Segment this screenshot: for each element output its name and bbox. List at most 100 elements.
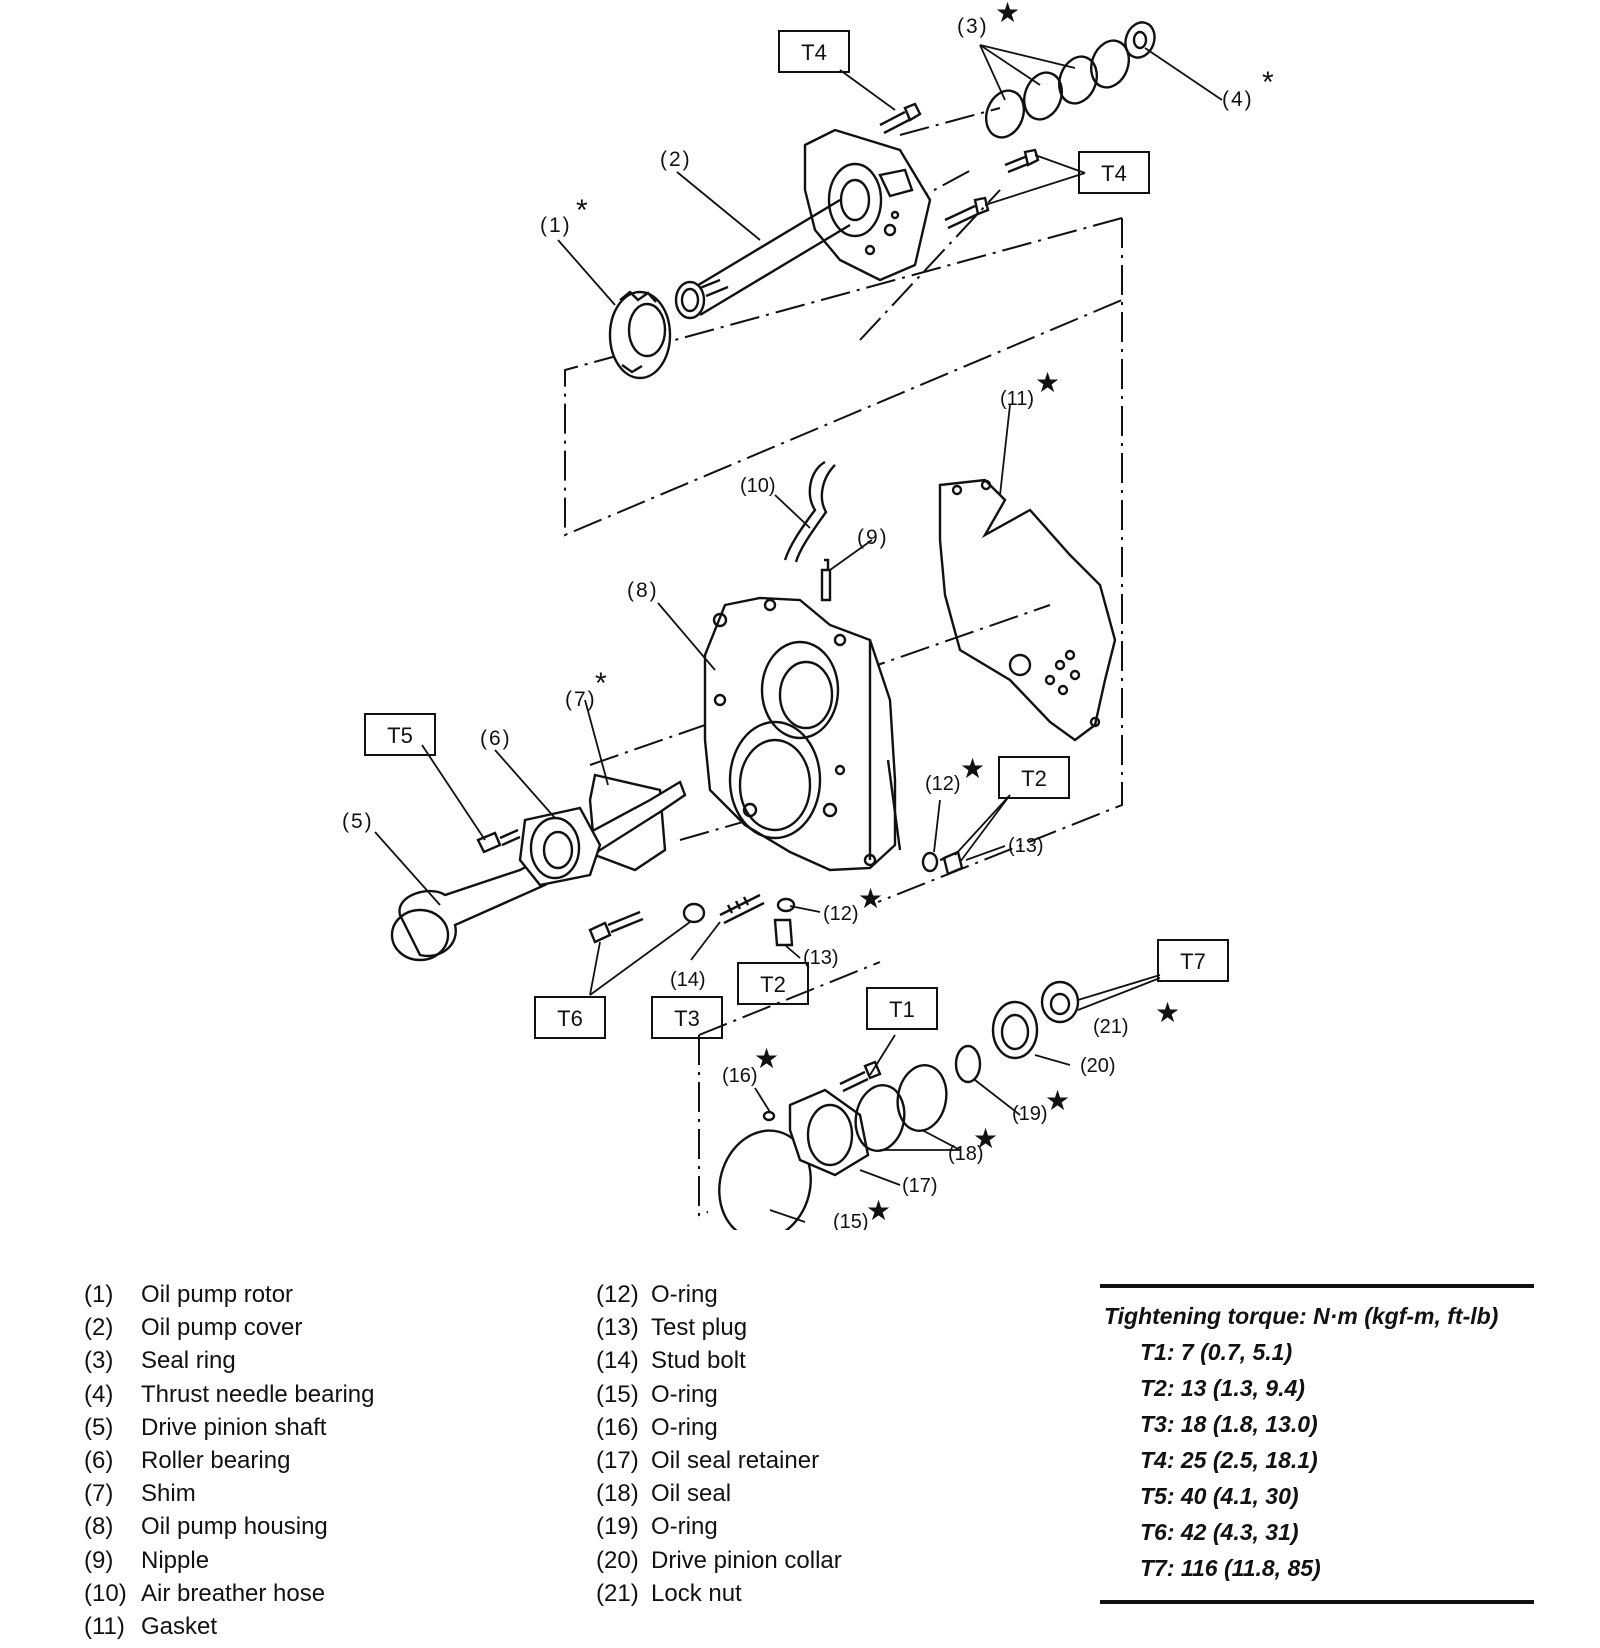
part-number: (6) (84, 1447, 114, 1475)
torque-tag-t2-mid: T2 (760, 972, 786, 997)
torque-row: T4: 25 (2.5, 18.1) (1140, 1447, 1318, 1473)
part-number: (17) (596, 1447, 639, 1475)
torque-tag-labels: T4 T4 T5 T2 T2 T6 T3 T1 T7 (387, 40, 1206, 1031)
callout-10: (10) (740, 475, 776, 497)
torque-tag-t1: T1 (889, 997, 915, 1022)
t5-bolt (476, 828, 521, 854)
exploded-view-diagram: T4 T4 T5 T2 T2 T6 T3 T1 T7 (1) (2) (3) (… (342, 0, 1274, 1230)
seal-rings-part (984, 39, 1131, 139)
parts-list-right: (12) O-ring (13)Test plug (14) Stud bolt (15)… (596, 1278, 842, 1610)
part-list-item: (17) Oil seal retainer (596, 1444, 842, 1477)
part-name: Drive pinion collar (651, 1546, 842, 1574)
air-breather-hose-part (783, 460, 836, 563)
part-list-item: (9) Nipple (84, 1544, 374, 1577)
part-list-item: (15) O-ring (596, 1378, 842, 1411)
part-name: Test plug (651, 1314, 748, 1342)
callout-1: (1) (540, 214, 572, 237)
thrust-needle-bearing-part (1124, 21, 1156, 59)
part-name: Oil seal (651, 1480, 732, 1508)
part-name: Thrust needle bearing (141, 1380, 375, 1408)
torque-row: T2: 13 (1.3, 9.4) (1140, 1375, 1305, 1401)
nut-part (682, 902, 706, 924)
part-number: (15) (596, 1380, 639, 1408)
t4-bolts (879, 102, 1040, 230)
part-name: Oil pump rotor (141, 1281, 294, 1308)
torque-tag-t4-right: T4 (1101, 161, 1127, 186)
callout-11: (11) (1000, 388, 1034, 410)
part-number: (10) (84, 1579, 127, 1607)
part-name: Oil seal retainer (651, 1447, 820, 1475)
callout-3: (3) (957, 15, 989, 38)
star-marker: ★ (1155, 997, 1180, 1028)
part-number: (7) (84, 1480, 114, 1508)
marker-symbols: ★ ★ ★ ★ ★ ★ ★ ★ ★ * * * (576, 0, 1274, 1226)
part-list-item: (11) Gasket (84, 1610, 374, 1643)
part-number: (16) (596, 1413, 639, 1441)
part-number: (3) (84, 1347, 114, 1375)
callout-21: (21) (1093, 1016, 1129, 1038)
part-list-item: (14) Stud bolt (596, 1344, 842, 1377)
asterisk-marker: * (595, 667, 607, 700)
part-list-item: (21)Lock nut (596, 1577, 842, 1610)
part-name: Drive pinion shaft (141, 1413, 327, 1441)
part-list-item: (3) Seal ring (84, 1344, 374, 1377)
part-name: Gasket (141, 1613, 218, 1641)
part-name: Seal ring (141, 1347, 236, 1375)
torque-table-title: Tightening torque: N·m (kgf-m, ft-lb) (1104, 1303, 1499, 1329)
part-number: (19) (596, 1513, 639, 1541)
star-marker: ★ (995, 0, 1020, 28)
torque-tag-t4-top: T4 (801, 40, 827, 65)
asterisk-marker: * (576, 194, 588, 227)
lower-assembly-parts (718, 980, 1080, 1230)
oil-pump-cover-part (674, 128, 932, 320)
part-list-item: (12) O-ring (596, 1278, 842, 1311)
callout-20: (20) (1080, 1055, 1116, 1077)
part-name: Nipple (141, 1546, 210, 1574)
part-list-item: (10)Air breather hose (84, 1577, 374, 1610)
roller-bearing-part (518, 806, 602, 887)
part-number: (12) (596, 1281, 639, 1308)
part-name: Stud bolt (651, 1347, 746, 1375)
part-name: O-ring (651, 1413, 718, 1441)
parts-list-left: (1)Oil pump rotor(2)Oil pump cover (3) Sea… (84, 1278, 374, 1643)
callout-12a: (12) (925, 773, 961, 795)
part-name: O-ring (651, 1281, 718, 1308)
part-number: (14) (596, 1347, 639, 1375)
callout-7: (7) (565, 688, 597, 711)
oring-testplug-parts (773, 850, 964, 947)
gasket-part (938, 478, 1117, 742)
callout-12b: (12) (823, 903, 859, 925)
torque-tag-t5: T5 (387, 723, 413, 748)
callout-19: (19) (1012, 1103, 1048, 1125)
part-list-item: (18)Oil seal (596, 1477, 842, 1510)
part-name: Roller bearing (141, 1447, 291, 1475)
part-number: (4) (84, 1380, 114, 1408)
torque-tag-boxes (364, 30, 1229, 1039)
part-number: (11) (84, 1613, 125, 1641)
part-list-item: (16) O-ring (596, 1411, 842, 1444)
part-list-item: (2)Oil pump cover (84, 1311, 374, 1344)
star-marker: ★ (858, 883, 883, 914)
oil-pump-rotor-part (608, 290, 672, 380)
callout-9: (9) (857, 526, 889, 549)
torque-row: T5: 40 (4.1, 30) (1140, 1483, 1299, 1509)
torque-tag-t6: T6 (557, 1006, 583, 1031)
torque-row: T1: 7 (0.7, 5.1) (1140, 1339, 1293, 1365)
part-list-item: (1)Oil pump rotor (84, 1278, 374, 1311)
part-number: (5) (84, 1413, 114, 1441)
part-number: (9) (84, 1546, 114, 1574)
callout-8: (8) (627, 579, 659, 602)
t6-bolt (588, 910, 644, 944)
part-list-item: (7)Shim (84, 1477, 374, 1510)
part-list-item: (20)Drive pinion collar (596, 1544, 842, 1577)
star-marker: ★ (1045, 1085, 1070, 1116)
part-name: O-ring (651, 1380, 718, 1408)
callout-5: (5) (342, 810, 374, 833)
part-name: O-ring (651, 1513, 718, 1541)
part-number: (8) (84, 1513, 114, 1541)
stud-bolt-part (719, 893, 765, 925)
star-marker: ★ (866, 1195, 891, 1226)
part-list-item: (6) Roller bearing (84, 1444, 374, 1477)
part-name: Oil pump cover (141, 1314, 303, 1342)
part-list-item: (13)Test plug (596, 1311, 842, 1344)
